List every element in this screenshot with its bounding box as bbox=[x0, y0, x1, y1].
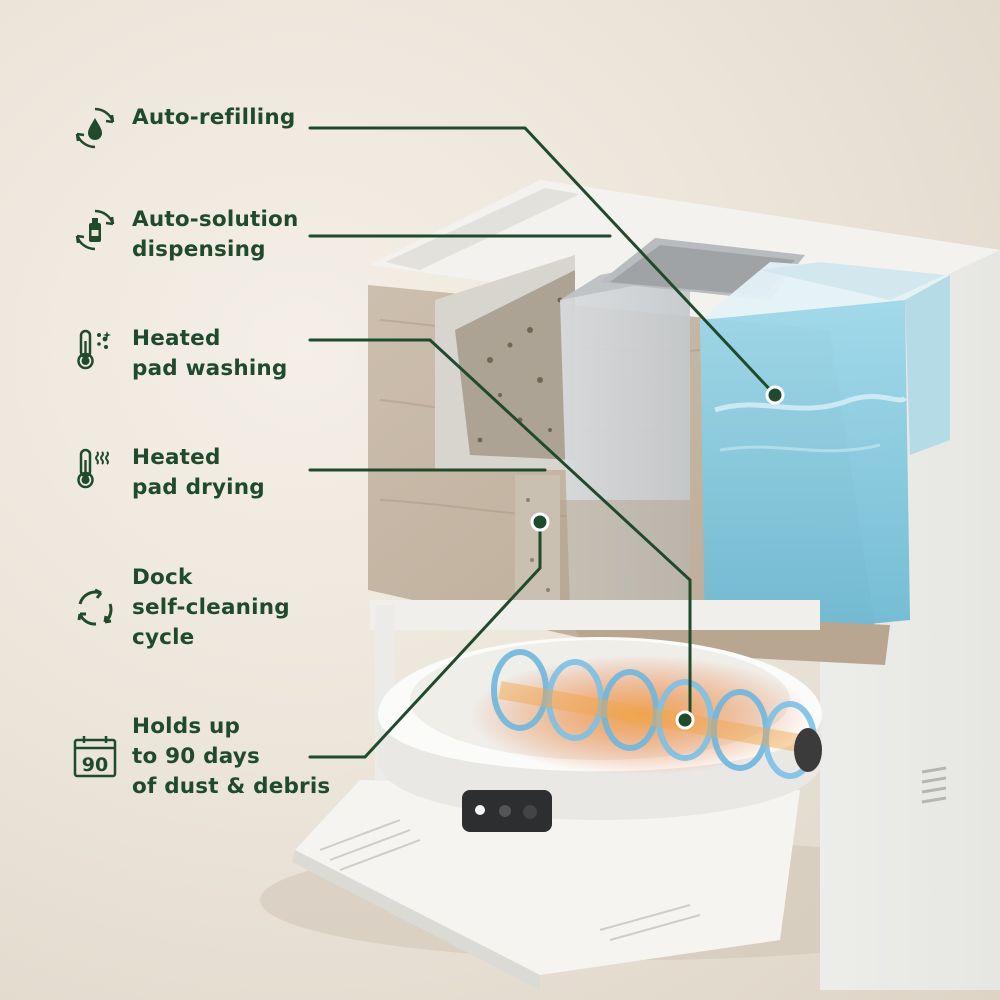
feature-heated-pad-drying: Heated pad drying bbox=[70, 443, 265, 503]
calendar-icon-number: 90 bbox=[82, 754, 108, 776]
feature-label-line: Holds up bbox=[132, 714, 241, 739]
feature-auto-refilling: Auto-refilling bbox=[70, 103, 295, 153]
feature-label-line: of dust & debris bbox=[132, 774, 331, 799]
feature-label-line: Heated bbox=[132, 326, 221, 351]
feature-label-line: cycle bbox=[132, 625, 195, 650]
feature-auto-solution-dispensing: Auto-solution dispensing bbox=[70, 205, 299, 265]
calendar-90-icon: 90 bbox=[70, 732, 120, 782]
feature-label-line: Dock bbox=[132, 565, 193, 590]
feature-label-line: pad washing bbox=[132, 356, 288, 381]
feature-label-line: pad drying bbox=[132, 475, 265, 500]
solution-bottle-refresh-icon bbox=[70, 205, 120, 255]
feature-label-line: Heated bbox=[132, 445, 221, 470]
feature-heated-pad-washing: Heated pad washing bbox=[70, 324, 288, 384]
feature-label-line: to 90 days bbox=[132, 744, 260, 769]
water-drop-refresh-icon bbox=[70, 103, 120, 153]
recycle-arrows-icon bbox=[70, 583, 120, 633]
feature-dust-capacity: 90 Holds up to 90 days of dust & debris bbox=[70, 712, 330, 802]
feature-dock-self-cleaning-cycle: Dock self-cleaning cycle bbox=[70, 563, 290, 653]
feature-label-line: Auto-refilling bbox=[132, 105, 296, 130]
thermometer-heat-waves-icon bbox=[70, 443, 120, 493]
feature-label-line: dispensing bbox=[132, 237, 266, 262]
feature-label-line: self-cleaning bbox=[132, 595, 290, 620]
thermometer-sparkle-icon bbox=[70, 324, 120, 374]
feature-label-line: Auto-solution bbox=[132, 207, 299, 232]
